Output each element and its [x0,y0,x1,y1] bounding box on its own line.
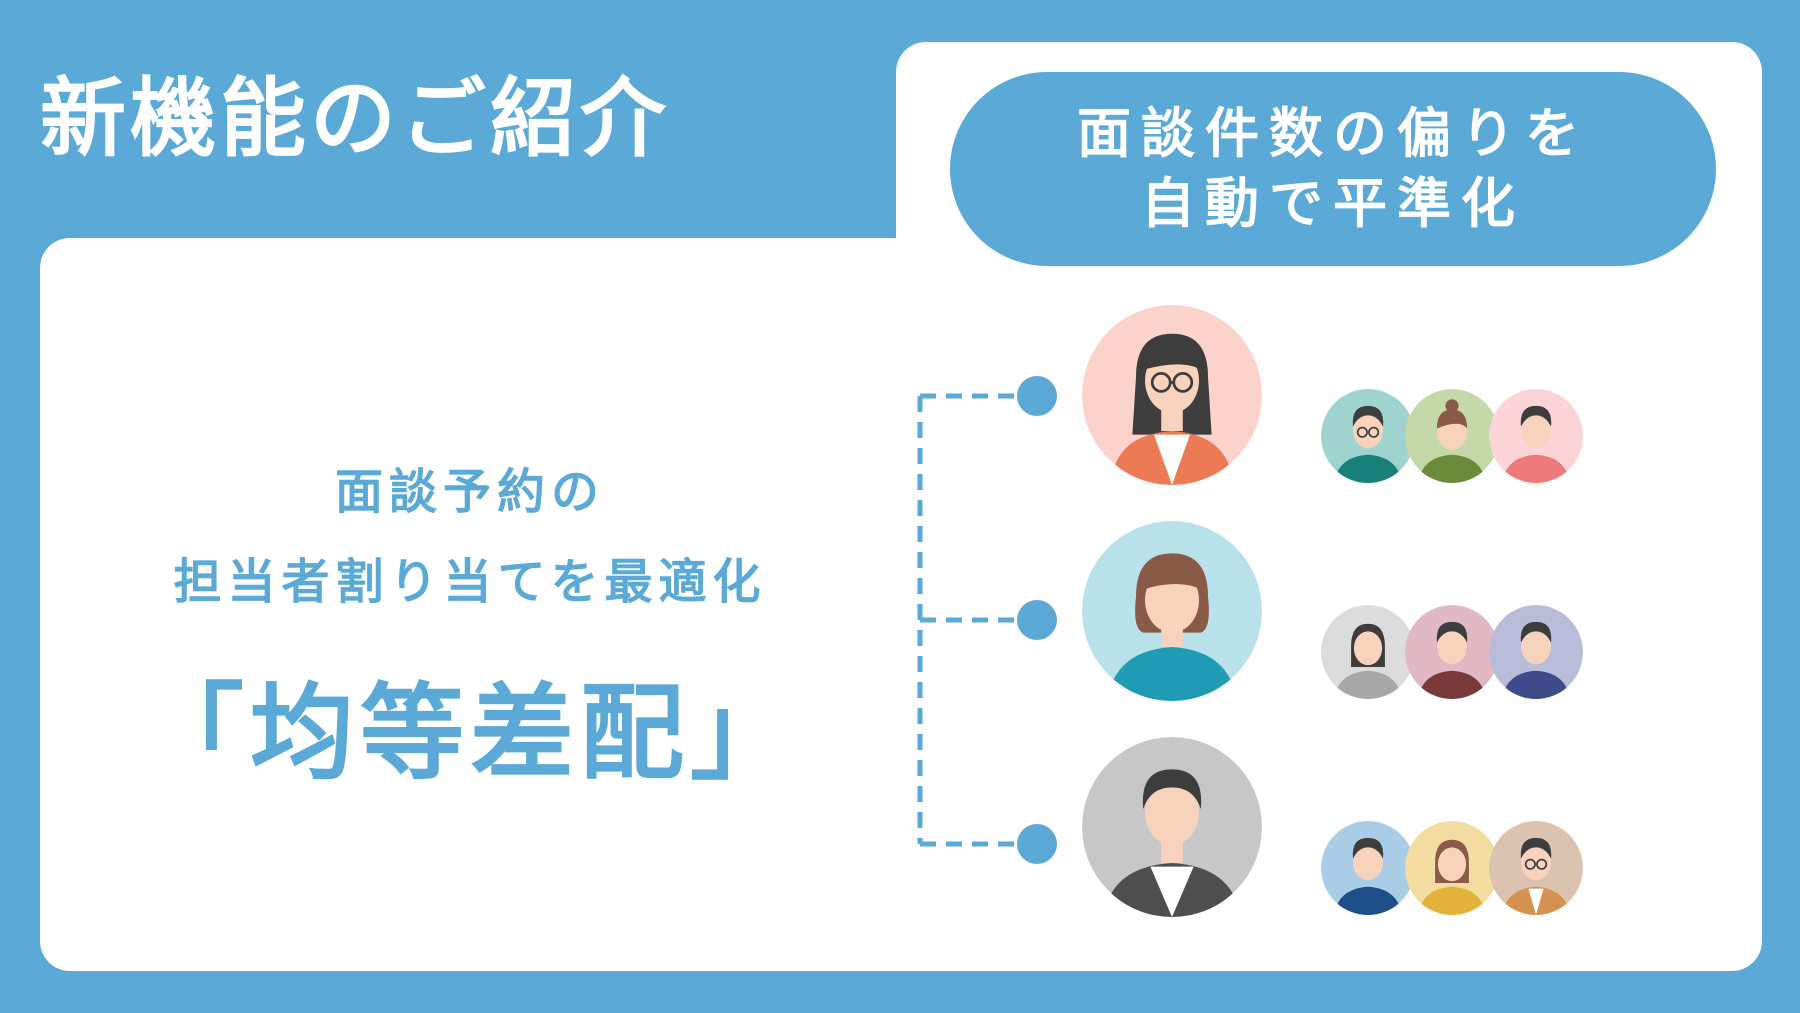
man-icon [1489,605,1583,699]
feature-pill-line1: 面談件数の偏りを [1077,101,1589,165]
feature-pill-line2: 自動で平準化 [1141,172,1525,235]
woman-icon [1405,821,1499,915]
connector-dot [1017,824,1057,864]
woman-icon [1321,605,1415,699]
connector-dot [1017,376,1057,416]
woman-icon [1405,389,1499,483]
woman-with-glasses-icon [1082,305,1262,485]
man-icon [1405,605,1499,699]
man-icon [1321,821,1415,915]
description-line1: 面談予約の [334,464,605,520]
description-line2: 担当者割り当てを最適化 [173,554,767,610]
man-icon [1489,389,1583,483]
man-with-glasses-icon [1321,389,1415,483]
man-with-glasses-icon [1489,821,1583,915]
feature-name: 「均等差配」 [139,672,800,794]
page-title: 新機能のご紹介 [40,69,670,169]
woman-icon [1082,521,1262,701]
man-in-suit-icon [1082,737,1262,917]
connector-dot [1017,600,1057,640]
feature-pill: 面談件数の偏りを 自動で平準化 [950,72,1716,266]
